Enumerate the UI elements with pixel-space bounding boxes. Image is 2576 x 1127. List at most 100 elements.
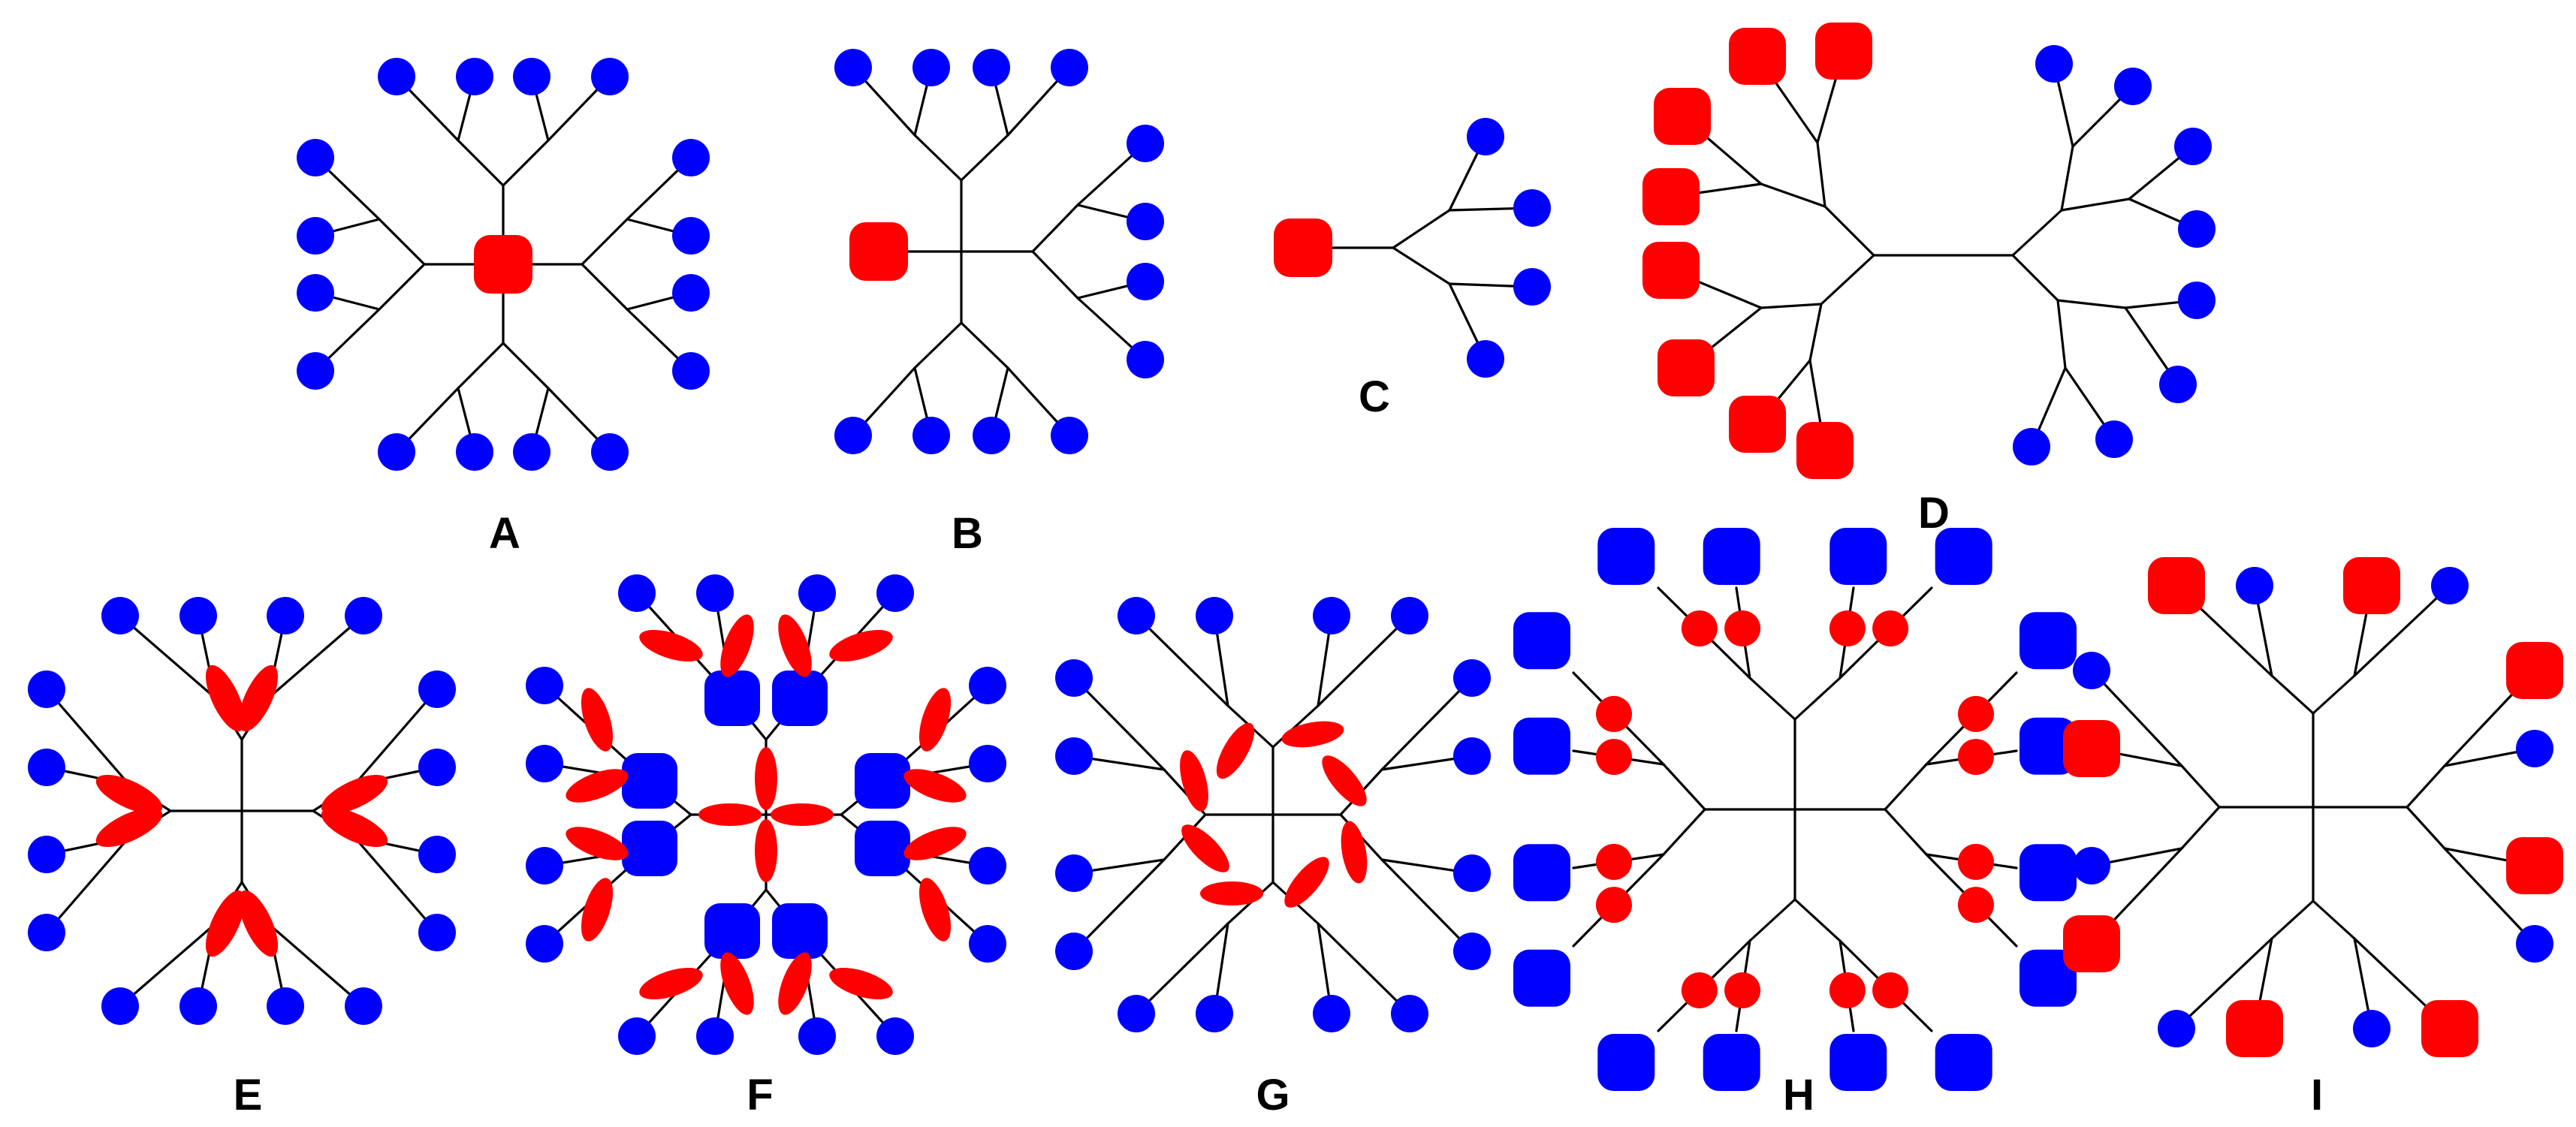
blue-leaf-node bbox=[378, 433, 415, 471]
tree-edge bbox=[2180, 764, 2221, 809]
red-leaf-node bbox=[1642, 168, 1700, 225]
tree-edge bbox=[913, 321, 963, 369]
blue-leaf-node bbox=[456, 58, 493, 95]
tree-edge bbox=[2312, 674, 2356, 715]
red-square-leaf bbox=[2063, 915, 2120, 972]
red-ellipse-marker bbox=[1284, 857, 1329, 908]
panel-a: A bbox=[297, 58, 710, 558]
red-internal-node bbox=[1596, 843, 1632, 880]
blue-leaf-node bbox=[876, 1017, 914, 1055]
blue-square-node bbox=[622, 753, 677, 809]
blue-leaf-node bbox=[798, 1017, 836, 1055]
tree-edge bbox=[1271, 704, 1320, 749]
red-ellipse-marker bbox=[720, 614, 754, 677]
panel-d: D bbox=[1642, 23, 2216, 538]
blue-square-leaf bbox=[1829, 528, 1887, 585]
blue-leaf-node bbox=[418, 749, 456, 786]
red-internal-node bbox=[1596, 695, 1632, 732]
blue-leaf-node bbox=[2035, 45, 2073, 83]
blue-leaf-node bbox=[1055, 933, 1093, 970]
panel-c: C bbox=[1274, 118, 1551, 421]
red-ellipse-marker bbox=[918, 688, 952, 752]
tree-edge bbox=[2090, 669, 2183, 767]
panel-label-i: I bbox=[2311, 1071, 2323, 1119]
blue-square-leaf bbox=[2019, 717, 2077, 775]
red-ellipse-marker bbox=[829, 629, 893, 662]
tree-edge bbox=[1392, 246, 1451, 285]
tree-edge bbox=[45, 688, 131, 786]
blue-leaf-node bbox=[912, 49, 950, 86]
blue-leaf-node bbox=[1391, 597, 1428, 634]
tree-edge bbox=[1662, 808, 1706, 856]
blue-square-leaf bbox=[1597, 1034, 1655, 1091]
blue-leaf-node bbox=[1051, 417, 1088, 454]
tree-edge bbox=[2060, 197, 2131, 212]
red-ellipse-marker bbox=[918, 878, 952, 942]
tree-edge bbox=[960, 321, 1009, 369]
tree-edge bbox=[2180, 806, 2221, 850]
blue-leaf-node bbox=[912, 417, 950, 454]
blue-square-leaf bbox=[1829, 1034, 1887, 1091]
blue-leaf-node bbox=[1513, 268, 1551, 306]
red-ellipse-marker bbox=[95, 774, 163, 815]
red-ellipse-marker bbox=[755, 819, 777, 882]
red-leaf-node bbox=[1654, 88, 1711, 145]
blue-leaf-node bbox=[591, 433, 629, 471]
panel-f: F bbox=[526, 574, 1006, 1119]
blue-leaf-node bbox=[1453, 854, 1491, 892]
red-ellipse-marker bbox=[903, 769, 967, 803]
tree-edge bbox=[2011, 209, 2063, 257]
tree-edge bbox=[1823, 205, 1875, 257]
red-internal-node bbox=[1958, 843, 1994, 880]
blue-leaf-node bbox=[696, 574, 734, 612]
tree-edge bbox=[119, 922, 217, 1008]
red-ellipse-marker bbox=[720, 952, 754, 1015]
blue-leaf-node bbox=[798, 574, 836, 612]
red-root-node bbox=[1274, 218, 1332, 277]
red-leaf-node bbox=[1815, 23, 1872, 80]
red-internal-node bbox=[1681, 610, 1718, 646]
blue-leaf-node bbox=[2178, 282, 2216, 319]
blue-leaf-node bbox=[297, 217, 334, 255]
red-ellipse-marker bbox=[321, 807, 388, 848]
blue-square-leaf bbox=[1513, 949, 1570, 1007]
red-ellipse-marker bbox=[581, 688, 614, 752]
red-ellipse-marker bbox=[581, 878, 614, 942]
blue-leaf-node bbox=[969, 667, 1006, 704]
tree-edge bbox=[960, 134, 1009, 182]
blue-leaf-node bbox=[2516, 925, 2553, 963]
red-ellipse-marker bbox=[829, 967, 893, 1000]
tree-edge bbox=[502, 342, 550, 390]
blue-square-leaf bbox=[1935, 528, 1992, 585]
tree-edge bbox=[378, 263, 426, 311]
blue-leaf-node bbox=[834, 417, 872, 454]
tree-edge bbox=[267, 922, 365, 1008]
blue-square-leaf bbox=[2019, 844, 2077, 902]
red-internal-node bbox=[1829, 972, 1866, 1008]
red-root-node bbox=[474, 235, 532, 294]
tree-edge bbox=[2406, 764, 2446, 809]
panel-g: G bbox=[1055, 597, 1491, 1119]
tree-edge bbox=[581, 218, 629, 266]
red-ellipse-marker bbox=[95, 807, 163, 848]
blue-leaf-node bbox=[1055, 737, 1093, 775]
red-ellipse-marker bbox=[778, 614, 812, 677]
blue-leaf-node bbox=[1118, 597, 1155, 634]
tree-edge bbox=[119, 614, 217, 700]
tree-edge bbox=[1816, 141, 1826, 208]
blue-square-leaf bbox=[1703, 528, 1760, 585]
blue-leaf-node bbox=[526, 847, 563, 884]
blue-square-node bbox=[855, 753, 910, 809]
tree-edge bbox=[2011, 254, 2059, 302]
tree-edge bbox=[581, 263, 629, 311]
panel-label-f: F bbox=[747, 1071, 773, 1119]
tree-edge bbox=[1135, 922, 1229, 1015]
blue-leaf-node bbox=[2095, 420, 2133, 458]
blue-leaf-node bbox=[2158, 1010, 2195, 1047]
blue-leaf-node bbox=[513, 433, 550, 471]
blue-square-leaf bbox=[1597, 528, 1655, 585]
red-ellipse-marker bbox=[771, 803, 834, 826]
tree-edge bbox=[2056, 299, 2067, 369]
blue-leaf-node bbox=[1127, 263, 1164, 300]
